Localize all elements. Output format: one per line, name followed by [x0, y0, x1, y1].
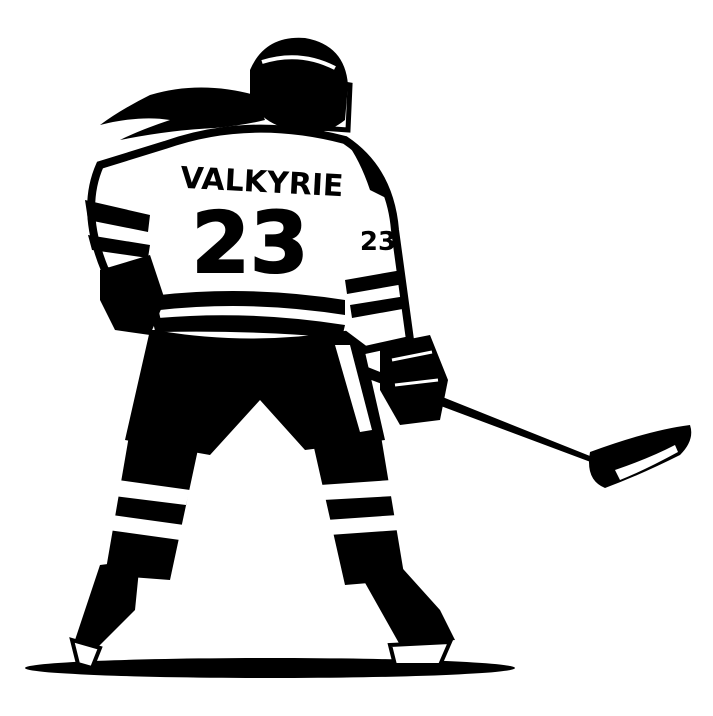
- helmet: [250, 37, 353, 134]
- sleeve-number: 23: [360, 227, 396, 257]
- jersey: [85, 124, 415, 355]
- gloves: [100, 255, 448, 425]
- skates: [69, 560, 455, 671]
- jersey-number: 23: [192, 194, 309, 292]
- legs: [105, 430, 405, 585]
- shorts: [125, 330, 385, 455]
- hair-ponytail: [100, 87, 265, 140]
- jersey-name: VALKYRIE: [179, 161, 344, 204]
